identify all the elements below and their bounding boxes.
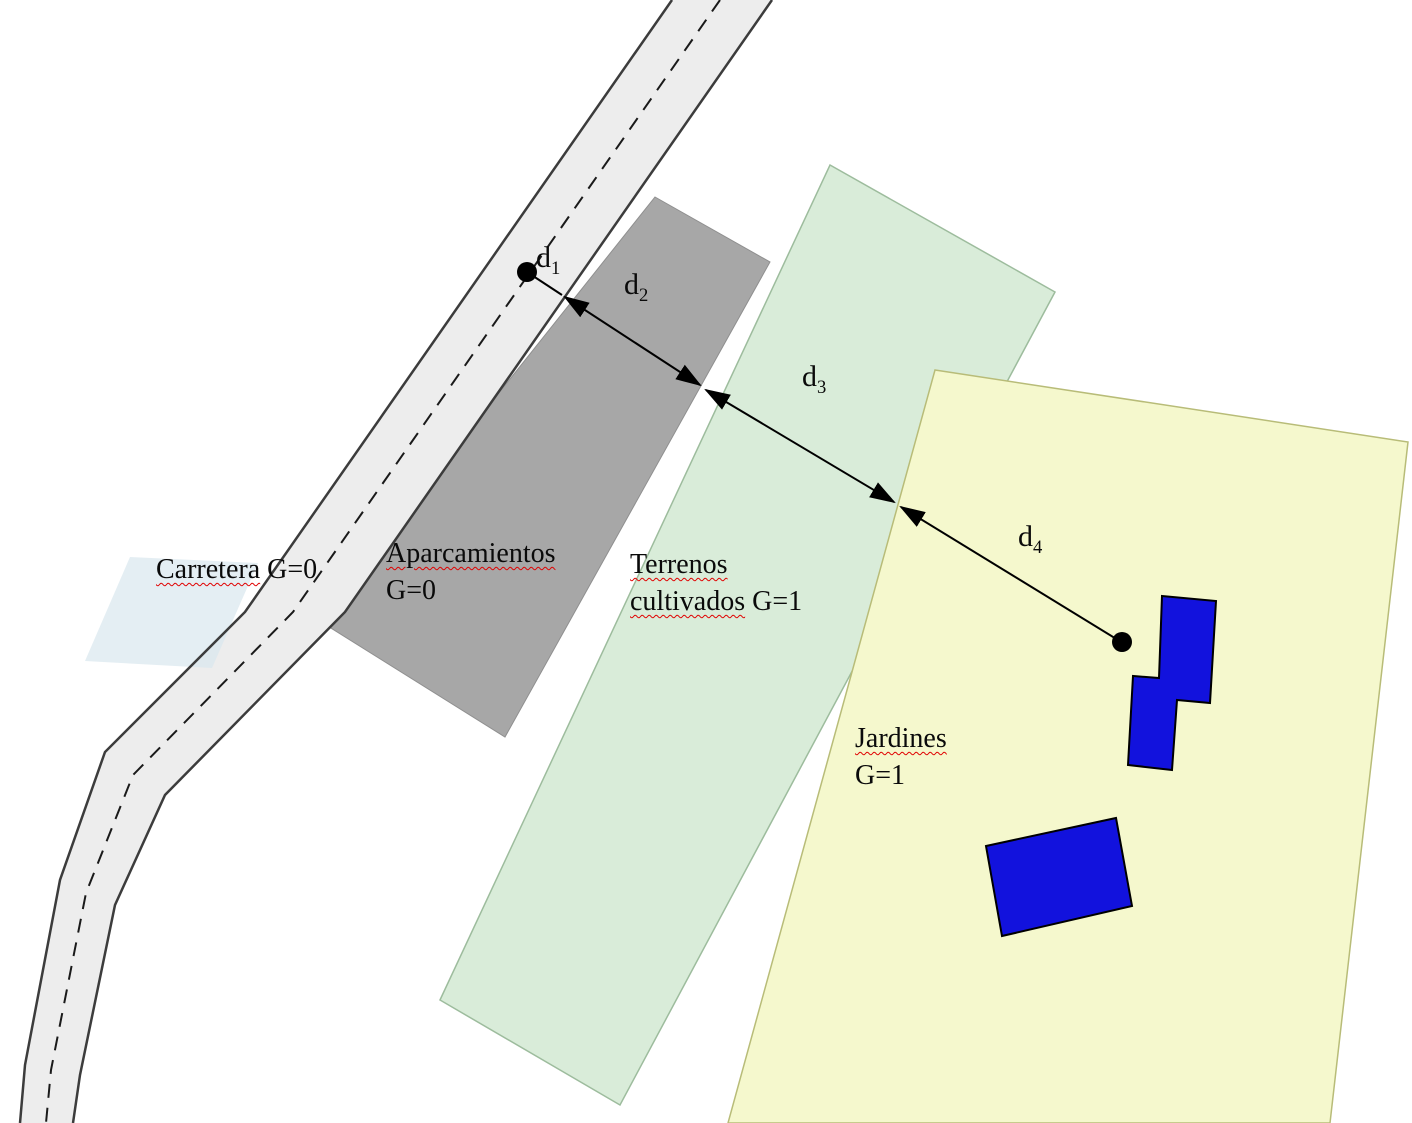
- road-label-name: Carretera: [156, 554, 261, 585]
- road-left-border: [18, 0, 674, 1123]
- road-centerline: [45, 0, 721, 1123]
- distance-label-d4-sub: 4: [1033, 537, 1043, 558]
- road-shading-patch: [85, 557, 258, 668]
- road-label-g: G=0: [267, 554, 318, 585]
- building-point-dot: [1112, 632, 1132, 652]
- distance-label-d1-sub: 1: [551, 258, 561, 279]
- gardens-label-name: Jardines: [855, 723, 947, 754]
- parking-label-g: G=0: [386, 575, 437, 606]
- building-1-shape: [1126, 594, 1218, 772]
- distance-label-d2-symbol: d: [624, 268, 639, 301]
- distance-label-d1: d1: [536, 243, 560, 284]
- fields-label-name: Terrenos: [630, 549, 728, 580]
- parking-label-name: Aparcamientos: [386, 538, 556, 569]
- parking-label: Aparcamientos G=0: [386, 535, 556, 609]
- gardens-label-g: G=1: [855, 760, 906, 791]
- distance-label-d3-sub: 3: [817, 377, 827, 398]
- distance-segment-d4: [899, 505, 1119, 641]
- distance-label-d4: d4: [1018, 522, 1042, 563]
- fields-label-name2: cultivados: [630, 586, 746, 617]
- distance-label-d4-symbol: d: [1018, 520, 1033, 553]
- gardens-label: Jardines G=1: [855, 720, 947, 794]
- distance-label-d2: d2: [624, 270, 648, 311]
- distance-segment-d3: [704, 388, 896, 504]
- distance-label-d2-sub: 2: [639, 285, 649, 306]
- fields-region-shape: [439, 163, 1057, 1107]
- distance-segment-d2: [563, 295, 702, 387]
- road-point-dot: [517, 262, 537, 282]
- distance-label-d3: d3: [802, 362, 826, 403]
- fields-label-g: G=1: [752, 586, 803, 617]
- distance-label-d1-symbol: d: [536, 241, 551, 274]
- fields-label: Terrenos cultivados G=1: [630, 546, 802, 620]
- road-label: Carretera G=0: [156, 551, 317, 588]
- distance-label-d3-symbol: d: [802, 360, 817, 393]
- gardens-region-shape: [727, 369, 1409, 1123]
- road-right-border: [71, 0, 774, 1123]
- building-2-shape: [984, 816, 1134, 938]
